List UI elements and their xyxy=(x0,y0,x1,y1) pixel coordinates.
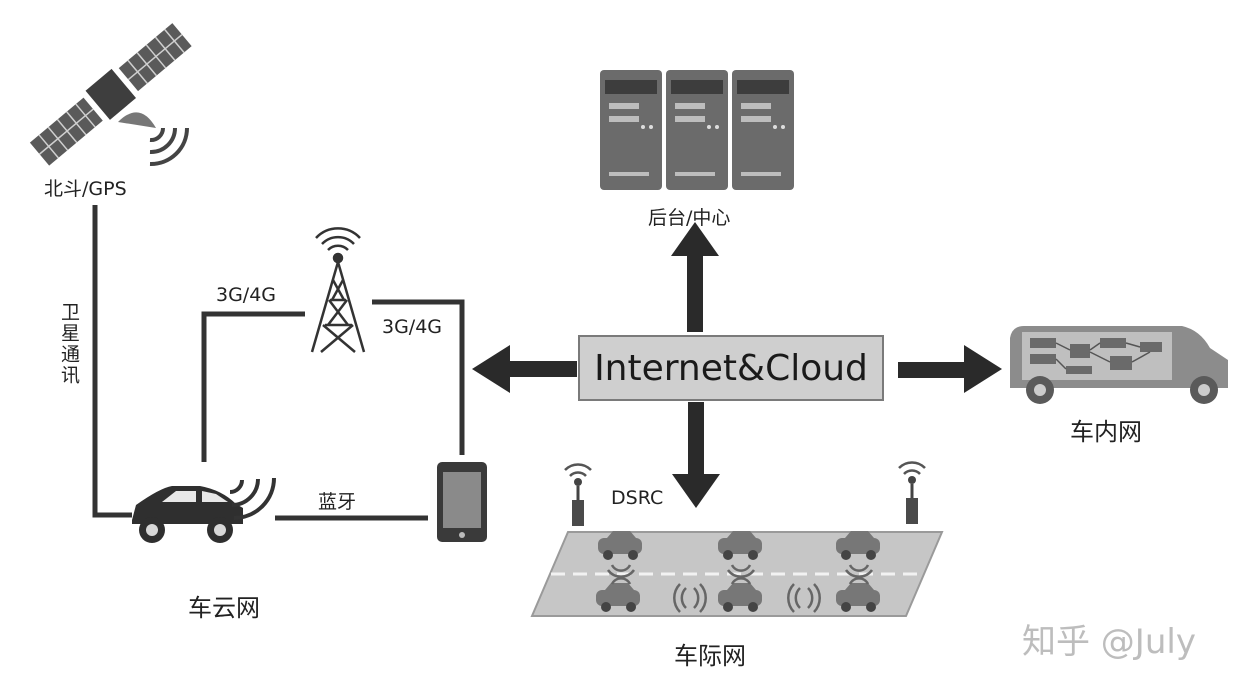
satellite-car-line xyxy=(92,205,132,518)
arrow-left-vehicle-cloud xyxy=(472,345,577,393)
internet-cloud-label: Internet&Cloud xyxy=(594,347,868,389)
satellite-label: 北斗/GPS xyxy=(44,178,127,200)
satellite-comm-label: 卫星通讯 xyxy=(58,302,80,386)
arrows xyxy=(472,222,1002,508)
tower-phone-line xyxy=(372,299,465,455)
v2v-label: 车际网 xyxy=(674,642,746,670)
arrow-up-backend xyxy=(671,222,719,332)
tower-car-line xyxy=(201,311,305,462)
arrow-right-in-vehicle xyxy=(898,345,1002,393)
dsrc-label: DSRC xyxy=(611,487,664,509)
roadside-antenna-icon xyxy=(898,461,926,524)
road-signal-icons xyxy=(606,564,874,613)
in-vehicle-label: 车内网 xyxy=(1070,418,1142,446)
watermark: 知乎 @July xyxy=(1022,622,1196,662)
connection-lines xyxy=(92,205,465,521)
bluetooth-label: 蓝牙 xyxy=(318,491,357,513)
road-car-icon xyxy=(596,583,640,612)
arrow-down-v2v xyxy=(672,402,720,508)
cell-tower-icon xyxy=(310,227,366,353)
backend-label: 后台/中心 xyxy=(648,207,731,229)
road-car-icon xyxy=(718,583,762,612)
server-rack-icon xyxy=(600,70,794,190)
vehicle-cloud-label: 车云网 xyxy=(188,594,260,622)
server-unit xyxy=(666,70,728,190)
car-signal-icon xyxy=(229,477,276,520)
roadside-antenna-icon xyxy=(564,463,592,526)
internet-cloud-node: Internet&Cloud xyxy=(578,335,884,401)
car-icon xyxy=(132,486,243,543)
road-car-icon xyxy=(836,583,880,612)
cellular-left-label: 3G/4G xyxy=(216,284,277,306)
satellite-icon xyxy=(29,23,192,167)
cellular-right-label: 3G/4G xyxy=(382,316,443,338)
server-unit xyxy=(600,70,662,190)
server-unit xyxy=(732,70,794,190)
road-car-icon xyxy=(836,531,880,560)
in-vehicle-bus-icon xyxy=(1010,326,1228,404)
road-car-icon xyxy=(598,531,642,560)
road-cars xyxy=(596,531,880,612)
road-car-icon xyxy=(718,531,762,560)
phone-icon xyxy=(437,462,487,542)
